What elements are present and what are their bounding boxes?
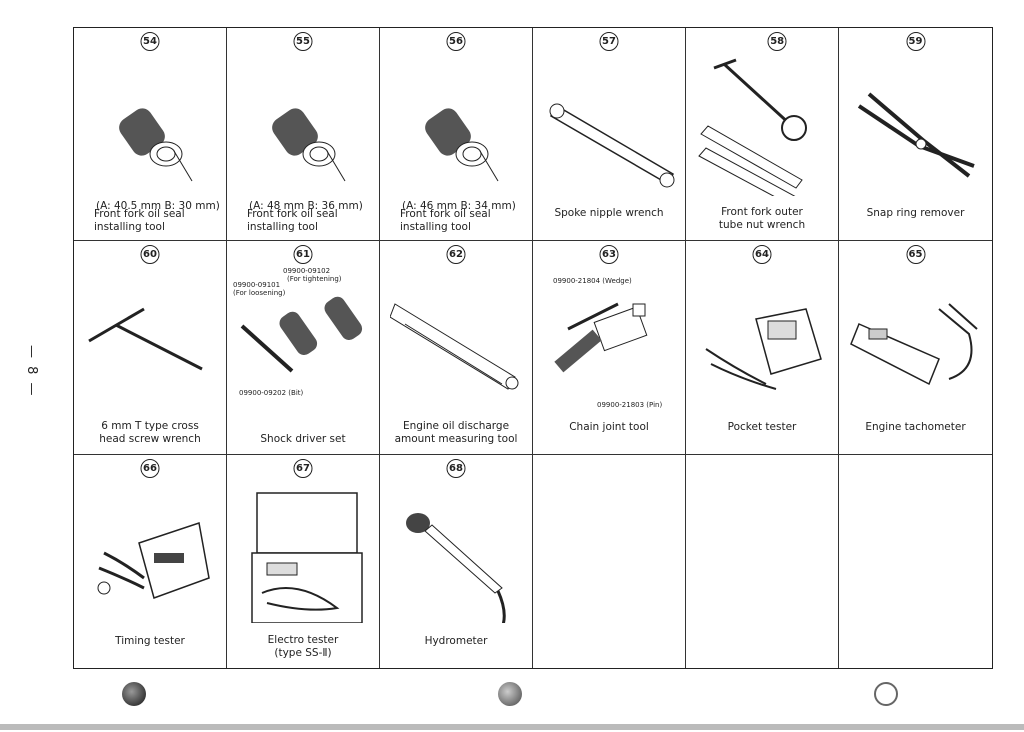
empty-cell (839, 455, 992, 668)
spec: (A: 48 mm B: 36 mm) (249, 200, 363, 212)
tool-cell-54: 54 (A: 40.5 mm B: 30 mm) Front fork oil … (74, 28, 227, 242)
chain-joint-tool-illustration (554, 302, 648, 373)
item-number: 59 (906, 32, 925, 51)
part-number: 09900-09202 (Bit) (239, 389, 304, 398)
oil-seal-installer-illustration (119, 108, 193, 182)
shock-driver-illustration (240, 297, 363, 373)
caption: Shock driver set (260, 432, 346, 445)
electro-tester-illustration (251, 491, 363, 623)
item-number: 67 (293, 458, 313, 478)
binder-hole (498, 682, 522, 706)
caption: Snap ring remover (866, 207, 965, 220)
page-number: — 8 — (24, 345, 39, 398)
item-number: 61 (293, 245, 313, 265)
caption: Pocket tester (727, 420, 797, 433)
oil-measuring-tool-illustration (390, 303, 519, 391)
part-number: 09900-21804 (Wedge) (553, 277, 632, 286)
item-number: 64 (752, 245, 772, 265)
item-number: 58 (767, 32, 787, 51)
tachometer-illustration (850, 303, 978, 386)
hydrometer-illustration (406, 512, 506, 623)
tool-cell-64: 64 Pocket tester (686, 241, 839, 455)
pocket-tester-illustration (705, 308, 822, 391)
t-wrench-illustration (88, 308, 203, 371)
tool-cell-61: 61 09900-09102 (For tightening) 09900-09… (227, 241, 380, 455)
snap-ring-pliers-illustration (857, 92, 975, 178)
tool-cell-68: 68 Hydrometer (380, 454, 533, 668)
part-note: (For loosening) (233, 289, 286, 298)
spec: (A: 40.5 mm B: 30 mm) (96, 200, 220, 212)
part-number: 09900-09101 (233, 281, 281, 290)
tube-nut-wrench-illustration (698, 58, 807, 196)
tool-cell-63: 63 09900-21804 (Wedge) 09900-21803 (Pin)… (533, 241, 686, 455)
item-number: 54 (140, 32, 160, 51)
item-number: 68 (446, 458, 466, 478)
part-note: (For tightening) (287, 275, 342, 284)
empty-cell (533, 454, 686, 668)
caption: Spoke nipple wrench (554, 207, 664, 220)
caption: Hydrometer (424, 634, 488, 647)
binder-hole (122, 682, 146, 706)
scan-edge (0, 724, 1024, 730)
item-number: 63 (599, 245, 619, 265)
spoke-wrench-illustration (549, 103, 675, 188)
special-tools-table: 54 (A: 40.5 mm B: 30 mm) Front fork oil … (73, 27, 993, 669)
spec: (A: 46 mm B: 34 mm) (402, 200, 516, 212)
tool-cell-65: 65 Engine tachometer (839, 241, 992, 455)
item-number: 65 (906, 245, 925, 265)
part-number: 09900-09102 (283, 267, 331, 276)
tool-cell-55: 55 (A: 48 mm B: 36 mm) Front fork oil se… (227, 28, 380, 242)
item-number: 66 (140, 458, 160, 478)
caption: Chain joint tool (569, 420, 649, 433)
tool-cell-66: 66 Timing tester (74, 454, 227, 668)
item-number: 57 (599, 32, 619, 51)
binder-hole (874, 682, 898, 706)
empty-cell (686, 454, 839, 668)
part-number: 09900-21803 (Pin) (597, 401, 663, 410)
oil-seal-installer-illustration (425, 108, 499, 182)
timing-tester-illustration (97, 521, 210, 599)
oil-seal-installer-illustration (272, 108, 346, 182)
caption: Timing tester (115, 634, 185, 647)
item-number: 62 (446, 245, 466, 265)
tool-cell-56: 56 (A: 46 mm B: 34 mm) Front fork oil se… (380, 28, 533, 242)
item-number: 55 (293, 32, 313, 51)
tool-cell-67: 67 Electro tester(type SS-Ⅱ) (227, 454, 380, 668)
item-number: 60 (140, 245, 160, 265)
tool-cell-59: 59 Snap ring remover (839, 28, 992, 242)
tool-cell-57: 57 Spoke nipple wrench (533, 28, 686, 242)
caption: Engine tachometer (865, 420, 966, 433)
item-number: 56 (446, 32, 466, 51)
caption: Electro tester(type SS-Ⅱ) (267, 633, 339, 659)
